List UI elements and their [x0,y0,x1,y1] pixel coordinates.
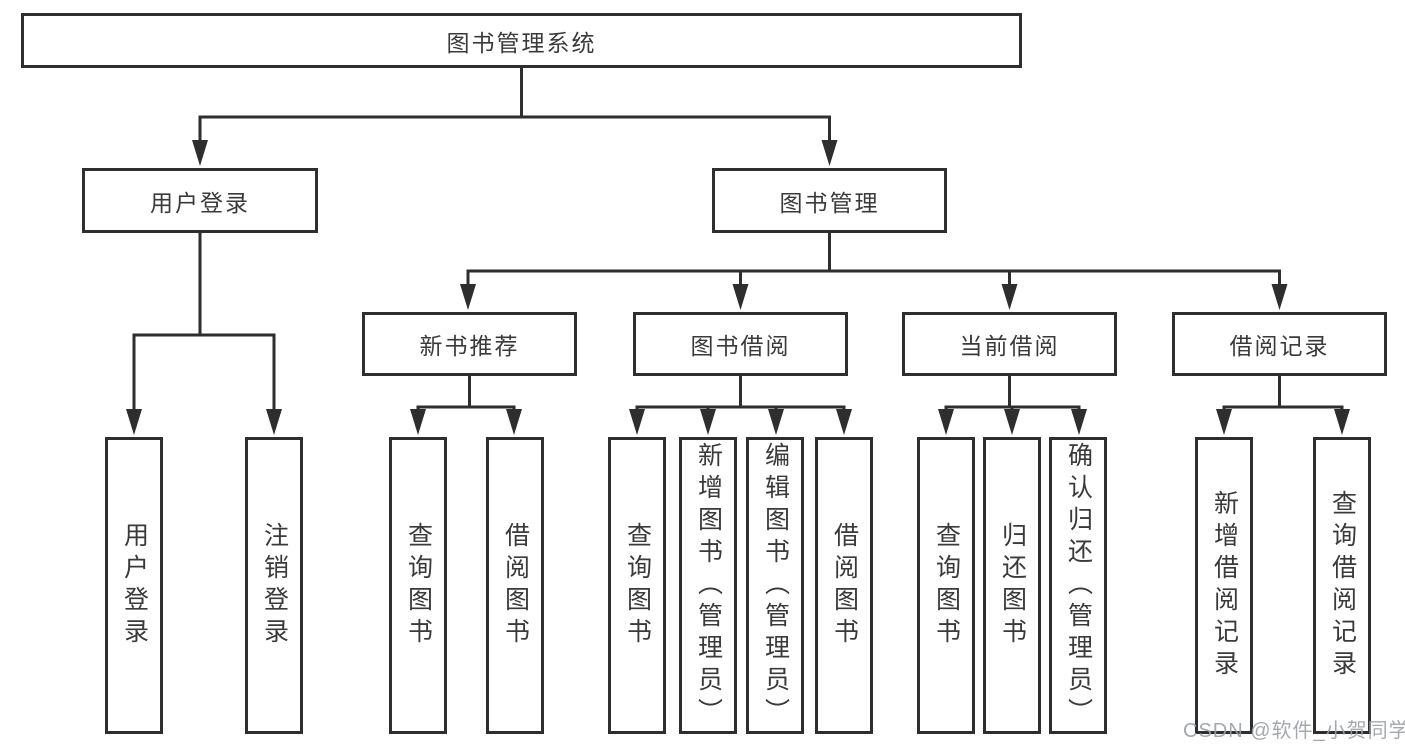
arrow-down-icon [629,409,645,435]
connector-root-to-level1 [192,66,838,166]
arrow-down-icon [836,409,852,435]
arrow-down-icon [700,409,716,435]
arrow-down-icon [410,409,426,435]
leaf-borrow-books-1: 借阅图书 [486,437,544,734]
arrow-down-icon [821,140,838,166]
node-book-management: 图书管理 [712,168,947,233]
leaf-logout: 注销登录 [245,437,303,734]
node-root: 图书管理系统 [21,13,1022,68]
arrow-down-icon [192,140,208,166]
leaf-add-borrow-record: 新增借阅记录 [1195,437,1253,734]
arrow-down-icon [1271,284,1288,310]
leaf-add-book-admin: 新增图书（管理员） [679,437,737,734]
arrow-down-icon [1216,409,1232,435]
leaf-query-books-3: 查询图书 [917,437,975,734]
arrow-down-icon [1004,409,1020,435]
connector-bookborrow-children [629,374,852,435]
connector-line [132,231,276,420]
connector-newbook-children [410,374,522,435]
connector-line [1222,374,1344,420]
arrow-down-icon [1334,409,1350,435]
arrow-down-icon [1001,284,1018,310]
node-borrow-records: 借阅记录 [1172,312,1387,376]
arrow-down-icon [1071,409,1087,435]
watermark: CSDN @软件_小贺同学 [1183,720,1405,742]
connector-currentborrow-children [938,374,1087,435]
node-book-borrow: 图书借阅 [633,312,848,376]
arrow-down-icon [126,409,142,435]
connector-records-children [1216,374,1350,435]
arrow-down-icon [266,409,282,435]
node-user-login: 用户登录 [82,168,318,233]
connector-userlogin-children [126,231,282,435]
arrow-down-icon [732,284,749,310]
leaf-confirm-return-admin: 确认归还（管理员） [1049,437,1107,734]
connector-line [466,231,1281,295]
connector-line [198,66,831,150]
leaf-borrow-books-2: 借阅图书 [815,437,873,734]
node-current-borrow: 当前借阅 [902,312,1117,376]
connector-line [416,374,516,420]
leaf-edit-book-admin: 编辑图书（管理员） [746,437,804,734]
connector-bookmgmt-to-level2 [460,231,1288,310]
leaf-user-login: 用户登录 [105,437,163,734]
arrow-down-icon [768,409,784,435]
arrow-down-icon [506,409,522,435]
leaf-query-books-1: 查询图书 [389,437,447,734]
arrow-down-icon [460,284,476,310]
connector-line [635,374,846,420]
leaf-query-books-2: 查询图书 [608,437,666,734]
node-new-book-recommend: 新书推荐 [362,312,577,376]
leaf-query-borrow-record: 查询借阅记录 [1313,437,1371,734]
leaf-return-book: 归还图书 [983,437,1041,734]
arrow-down-icon [938,409,954,435]
